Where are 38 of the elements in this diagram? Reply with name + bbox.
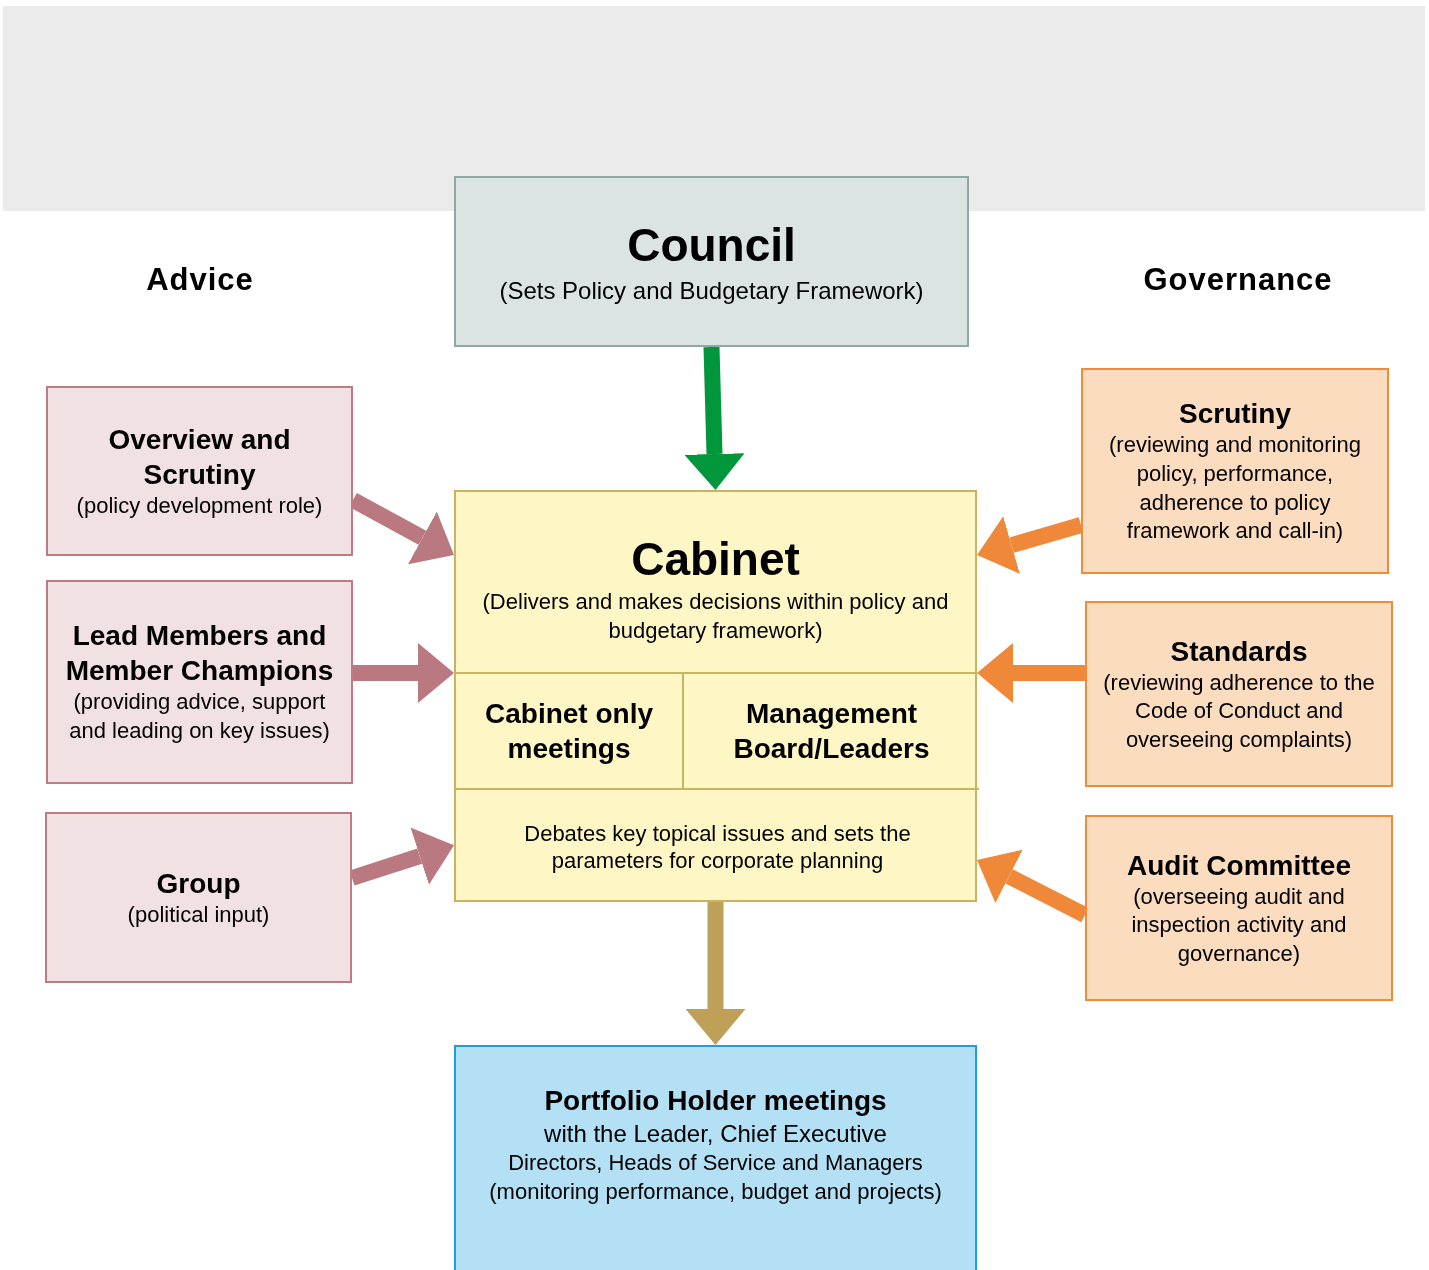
advice-box [46,580,353,784]
arrow [353,642,454,703]
node-description: (reviewing adherence to the Code of Conduct and overseeing complaints) [1102,668,1376,754]
arrow [684,346,745,490]
node-description: with the Leader, Chief Executive [544,1119,887,1149]
node-title: Group [156,866,241,901]
node-title: Management Board/Leaders [732,697,931,766]
advice-box [46,386,353,556]
governance-box [1085,601,1393,787]
column-heading: Governance [1142,262,1334,298]
node-description: (policy development role) [76,491,323,520]
node-description: (reviewing and monitoring policy, performance, adherence to policy framework and call-in) [1108,431,1362,546]
node-title: Audit Committee [1127,848,1351,883]
node-description: (Delivers and makes decisions within policy and budgetary framework) [481,588,950,645]
council-box [454,176,969,347]
governance-box [1081,368,1389,574]
column-heading: Advice [145,262,255,298]
node-title: Council [627,218,796,274]
node-title: Lead Members and Member Champions [64,619,335,689]
node-description: (providing advice, support and leading on key issues) [68,688,331,745]
portfolio-box [454,1045,977,1270]
governance-box [1085,815,1393,1001]
node-description: (political input) [127,900,270,929]
node-title: Overview and Scrutiny [107,422,292,492]
arrow [977,642,1085,703]
cabinet-box [454,490,977,902]
cabinet-section [456,672,684,788]
node-title: Cabinet [631,531,800,587]
node-description: Directors, Heads of Service and Managers (monitoring performance, budget and projects) [488,1149,943,1206]
node-title: Cabinet only meetings [484,697,654,766]
node-description: (overseeing audit and inspection activity and governance) [1130,882,1348,968]
arrow [685,902,746,1045]
node-description: (Sets Policy and Budgetary Framework) [499,275,924,306]
advice-box [45,812,352,983]
node-title: Debates key topical issues and sets the parameters for corporate planning [523,819,912,875]
node-title: Scrutiny [1179,397,1291,432]
node-title: Standards [1170,634,1308,669]
node-title: Portfolio Holder meetings [544,1084,887,1118]
